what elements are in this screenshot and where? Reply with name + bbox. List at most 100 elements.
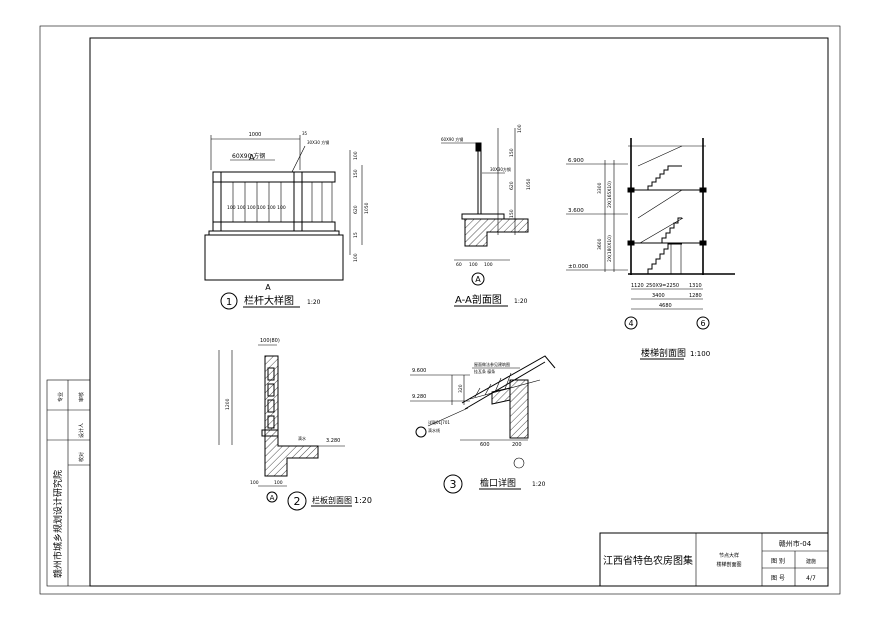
eave-detail: 屋面做法参见建筑图 挂瓦条 檩条 9.600 9.280 320 详赣01J70… bbox=[410, 355, 556, 494]
dim-h620: 620 bbox=[353, 205, 359, 214]
eave-roof bbox=[461, 355, 556, 404]
number-value: 4/7 bbox=[806, 575, 816, 582]
detail-circle-1 bbox=[220, 292, 238, 310]
stair-seg2: 2X(180X10) bbox=[607, 235, 613, 262]
inner-border bbox=[89, 37, 829, 587]
railing-balusters bbox=[232, 182, 333, 222]
outer-border bbox=[39, 25, 841, 595]
drawing-name-2: 楼梯剖面图 bbox=[716, 561, 741, 568]
category-value: 建施 bbox=[806, 558, 816, 565]
eave-detail-scale: 1:20 bbox=[532, 481, 546, 488]
eave-ref-circle bbox=[415, 426, 427, 438]
side-label-2: 设计人 bbox=[78, 423, 85, 438]
stair-section-scale: 1:100 bbox=[690, 350, 710, 358]
dim-h100b: 100 bbox=[353, 253, 359, 262]
aa-h100: 100 bbox=[517, 124, 523, 133]
side-label-3: 校对 bbox=[78, 452, 85, 462]
parapet-level: 3.280 bbox=[326, 438, 340, 444]
stair-d3300: 3300 bbox=[597, 182, 603, 194]
stair-seg1: 2X(165X10) bbox=[607, 181, 613, 208]
parapet-circle-a bbox=[266, 491, 278, 503]
parapet-top-dim: 100(80) bbox=[260, 338, 280, 344]
dim-h150: 150 bbox=[353, 169, 359, 178]
detail-circle-2 bbox=[287, 491, 307, 511]
atlas-title: 江西省特色农房图集 bbox=[603, 554, 693, 567]
stair-flight-1 bbox=[647, 243, 682, 274]
stair-level-1: 6.900 bbox=[568, 158, 584, 164]
stair-d3600: 3600 bbox=[597, 238, 603, 250]
parapet-section: 100(80) 1200 3.280 滴水 100 100 A 2 栏板剖面图 … bbox=[218, 338, 372, 511]
eave-wall bbox=[509, 379, 529, 439]
parapet-h1200: 1200 bbox=[225, 398, 231, 410]
eave-d600: 600 bbox=[480, 442, 490, 448]
stair-flight-3 bbox=[647, 165, 682, 190]
railing-detail-title: 栏杆大样图 bbox=[244, 294, 294, 307]
parapet-section-title: 栏板剖面图 bbox=[312, 495, 352, 505]
svg-text:3: 3 bbox=[450, 478, 457, 491]
aa-section-scale: 1:20 bbox=[514, 298, 528, 305]
stair-section-title: 楼梯剖面图 bbox=[641, 347, 686, 359]
aa-circle bbox=[471, 272, 485, 286]
dim-width: 1000 bbox=[249, 132, 262, 138]
rail-label: 60X90 方钢 bbox=[232, 152, 265, 160]
post-label: 30X30 方钢 bbox=[307, 139, 329, 145]
stair-level-2: 3.600 bbox=[568, 208, 584, 214]
baluster-spacing: 100 100 100 100 100 100 bbox=[227, 205, 286, 211]
eave-d320: 320 bbox=[458, 384, 464, 393]
railing-detail: 1000 35 60X90 方钢 30X30 方钢 A 100 100 100 … bbox=[204, 131, 370, 310]
svg-text:A: A bbox=[270, 494, 275, 502]
aa-h150a: 150 bbox=[509, 148, 515, 157]
side-title-block: 赣州市城乡规划设计研究院 审核 设计人 校对 专业 bbox=[46, 379, 91, 587]
axis-circle-6 bbox=[696, 316, 710, 330]
dim-h1050: 1050 bbox=[364, 202, 370, 214]
eave-note-3: 详赣01J701 bbox=[428, 419, 450, 425]
eave-note-4: 滴水线 bbox=[428, 427, 440, 433]
stair-b4680: 4680 bbox=[659, 303, 672, 309]
parapet-wall bbox=[264, 355, 319, 477]
section-mark-top: A bbox=[249, 153, 255, 162]
aa-rail-label: 60X90 方钢 bbox=[441, 136, 463, 142]
svg-text:A: A bbox=[475, 275, 481, 284]
stair-b3400: 3400 bbox=[652, 293, 665, 299]
dim-h100a: 100 bbox=[353, 151, 359, 160]
eave-level-2: 9.280 bbox=[412, 394, 426, 400]
aa-b60: 60 bbox=[456, 262, 462, 268]
eave-detail-title: 檐口详图 bbox=[480, 477, 516, 489]
parapet-d100b: 100 bbox=[274, 480, 283, 486]
aa-slab bbox=[464, 218, 529, 247]
parapet-d100a: 100 bbox=[250, 480, 259, 486]
dim-h15: 15 bbox=[353, 232, 359, 238]
parapet-note: 滴水 bbox=[298, 435, 306, 441]
aa-h620: 620 bbox=[509, 181, 515, 190]
railing-detail-scale: 1:20 bbox=[307, 299, 321, 306]
side-label-1: 审核 bbox=[78, 392, 85, 402]
number-label: 图 号 bbox=[771, 575, 785, 582]
sheet-code: 赣州市-04 bbox=[779, 539, 812, 548]
svg-text:2: 2 bbox=[294, 495, 301, 508]
dim-35: 35 bbox=[302, 131, 308, 136]
svg-text:4: 4 bbox=[628, 319, 633, 328]
title-block: 江西省特色农房图集 节点大样 楼梯剖面图 赣州市-04 图 别 建施 图 号 4… bbox=[599, 532, 829, 587]
eave-note-1: 屋面做法参见建筑图 bbox=[474, 361, 510, 367]
axis-circle-4 bbox=[624, 316, 638, 330]
aa-post-label: 30X30方钢 bbox=[490, 166, 511, 172]
svg-text:6: 6 bbox=[700, 319, 705, 328]
aa-h1050: 1050 bbox=[526, 178, 532, 190]
svg-text:1: 1 bbox=[226, 297, 232, 308]
section-mark-bottom: A bbox=[265, 283, 271, 292]
stair-b2250: 250X9=2250 bbox=[646, 283, 679, 289]
side-label-4: 专业 bbox=[57, 392, 64, 402]
institute-name: 赣州市城乡规划设计研究院 bbox=[52, 470, 64, 578]
aa-h150b: 150 bbox=[509, 209, 515, 218]
aa-section: 60X90 方钢 30X30方钢 100 150 620 1050 150 60… bbox=[441, 124, 532, 307]
aa-b100a: 100 bbox=[469, 262, 478, 268]
stair-b1310: 1310 bbox=[689, 283, 702, 289]
drawing-name-1: 节点大样 bbox=[719, 552, 739, 559]
parapet-section-scale: 1:20 bbox=[354, 496, 372, 505]
aa-b100b: 100 bbox=[484, 262, 493, 268]
aa-section-title: A-A剖面图 bbox=[455, 293, 502, 306]
eave-d200: 200 bbox=[512, 442, 522, 448]
eave-note-2: 挂瓦条 檩条 bbox=[474, 368, 495, 374]
category-label: 图 别 bbox=[771, 557, 785, 565]
